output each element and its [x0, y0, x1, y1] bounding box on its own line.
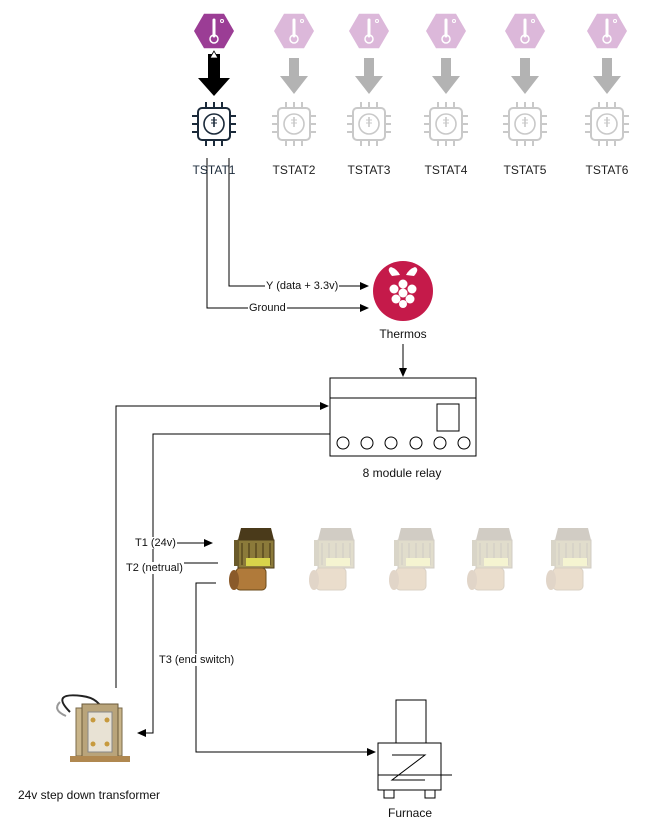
- down-arrow-icon: [593, 58, 621, 94]
- down-arrow-icon: [198, 54, 230, 96]
- power-wires: [115, 402, 376, 756]
- down-arrow-icon: [511, 58, 539, 94]
- t3-wire-label: T3 (end switch): [158, 654, 236, 666]
- transformer-label: 24v step down transformer: [17, 788, 161, 802]
- furnace-icon: [377, 699, 452, 799]
- zone-valve-icon: [467, 528, 513, 591]
- down-arrow-icon: [432, 58, 460, 94]
- zone-valve-icon: [546, 528, 592, 591]
- relay-label: 8 module relay: [362, 466, 442, 480]
- furnace-label: Furnace: [387, 806, 433, 820]
- pi-label: Thermos: [379, 327, 427, 341]
- relay-board: [329, 377, 477, 457]
- wire-ground: [206, 158, 369, 312]
- ground-wire-label: Ground: [248, 302, 287, 314]
- wire-t3: [195, 582, 376, 756]
- tstat-3: [347, 13, 391, 146]
- tstat-label: TSTAT5: [503, 163, 547, 177]
- transformer-icon: [56, 694, 130, 762]
- zone-valve-row: [229, 528, 592, 591]
- tstat-label: TSTAT2: [272, 163, 316, 177]
- wire-y: [228, 158, 369, 290]
- tstat-label: TSTAT4: [424, 163, 468, 177]
- tstat-5: [503, 13, 547, 146]
- y-wire-label: Y (data + 3.3v): [265, 280, 340, 292]
- t1-wire-label: T1 (24v): [134, 537, 177, 549]
- zone-valve-icon: [229, 528, 275, 591]
- zone-valve-icon: [309, 528, 355, 591]
- tstat-1: [192, 13, 236, 146]
- tstat-4: [424, 13, 468, 146]
- down-arrow-icon: [355, 58, 383, 94]
- wire-transformer-relay: [115, 402, 329, 688]
- down-arrow-icon: [280, 58, 308, 94]
- thermostat-row: [192, 13, 629, 146]
- raspberry-pi-node: [373, 261, 433, 321]
- tstat-2: [272, 13, 316, 146]
- tstat-label: TSTAT6: [585, 163, 629, 177]
- wire-relay-transformer: [137, 433, 330, 737]
- tstat-6: [585, 13, 629, 146]
- t2-wire-label: T2 (netrual): [125, 562, 184, 574]
- relay-indicator: [436, 403, 460, 432]
- tstat-label: TSTAT3: [347, 163, 391, 177]
- zone-valve-icon: [389, 528, 435, 591]
- tstat-label: TSTAT1: [192, 163, 236, 177]
